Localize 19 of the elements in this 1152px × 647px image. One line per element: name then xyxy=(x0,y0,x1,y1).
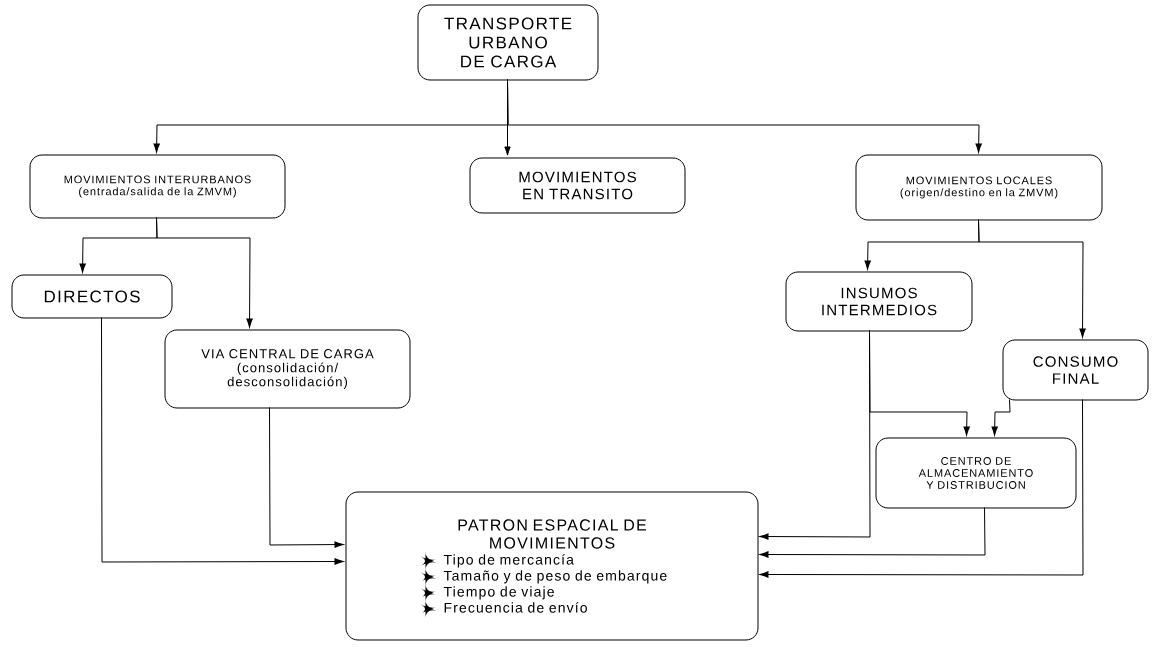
arrow xyxy=(869,330,970,436)
arrow xyxy=(507,79,982,153)
flow-box: MOVIMIENTOS LOCALES (origen/destino en la ZMVM) xyxy=(855,154,1103,221)
arrow xyxy=(759,507,986,558)
flow-box: MOVIMIENTOS INTERURBANOS (entrada/salida de la ZMVM) xyxy=(29,154,286,219)
arrow xyxy=(759,399,1084,578)
arrow xyxy=(101,317,344,565)
flow-box: DIRECTOS xyxy=(11,274,173,319)
flow-box: VIA CENTRAL DE CARGA (consolidación/ desconsolidación) xyxy=(164,329,411,409)
flow-box: CONSUMO FINAL xyxy=(1002,339,1149,401)
arrow xyxy=(269,407,344,548)
flow-box: TRANSPORTE URBANO DE CARGA xyxy=(417,4,599,81)
arrow xyxy=(156,217,253,328)
arrow xyxy=(978,219,1086,338)
flow-box: MOVIMIENTOS EN TRANSITO xyxy=(469,157,686,214)
flow-box: INSUMOS INTERMEDIOS xyxy=(785,271,973,332)
arrow xyxy=(991,399,1011,436)
flow-box: PATRON ESPACIAL DE MOVIMIENTOS Tipo de mercancía Tamaño y de peso de embarque Tiempo de viaje Frecuencia de envío xyxy=(345,491,759,641)
flow-box: CENTRO DE ALMACENAMIENTO Y DISTRIBUCION xyxy=(875,437,1077,509)
